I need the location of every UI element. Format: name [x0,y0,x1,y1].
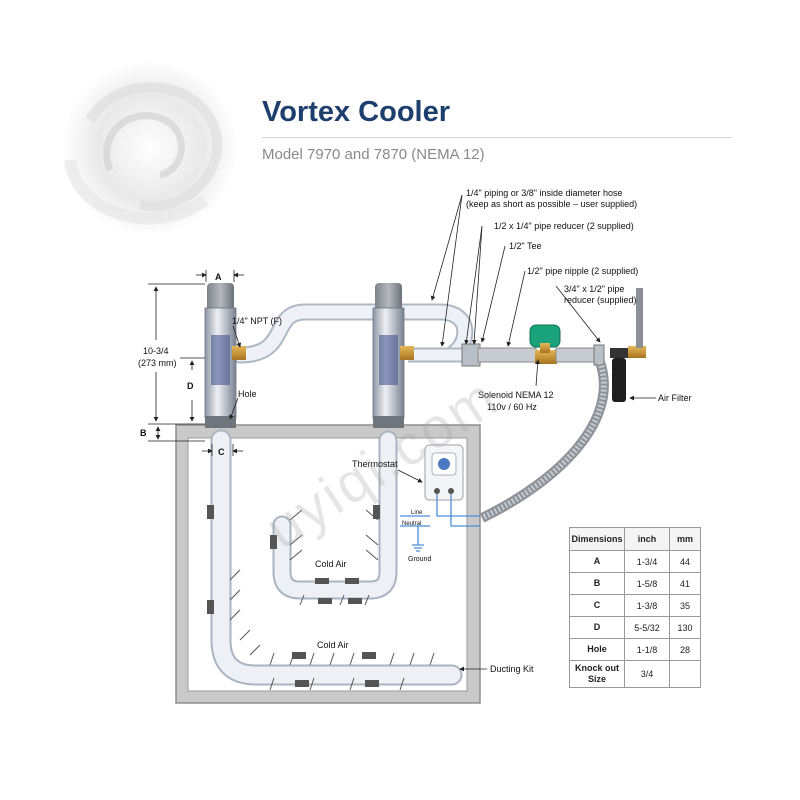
label-hole: Hole [238,389,257,399]
row-mm [669,660,701,688]
label-piping-line2: (keep as short as possible – user suppli… [466,199,637,209]
label-dim-d: D [187,381,194,391]
table-row: B 1-5/8 41 [569,572,701,595]
label-dim-a: A [215,272,222,282]
vortex-cooler-right [372,283,414,428]
piping-assembly [461,288,646,523]
label-piping-line1: 1/4" piping or 3/8" inside diameter hose [466,188,623,198]
wiring [400,494,480,552]
table-row: A 1-3/4 44 [569,550,701,573]
label-solenoid-line1: Solenoid NEMA 12 [478,390,554,400]
label-line: Line [411,510,423,516]
row-inch: 5-5/32 [624,616,670,639]
label-reducer-line2: reducer (supplied) [564,295,637,305]
thermostat [424,444,464,501]
table-header-mm: mm [669,527,701,551]
swirl-graphic [62,60,238,236]
table-row: Hole 1-1/8 28 [569,638,701,661]
label-height-inch: 10-3/4 [143,346,169,356]
ducting-kit [207,429,463,691]
label-npt: 1/4" NPT (F) [232,316,282,326]
row-inch: 3/4 [624,660,670,688]
label-ground: Ground [408,556,431,563]
row-label: Hole [569,638,625,661]
row-mm: 28 [669,638,701,661]
table-header-dimensions: Dimensions [569,527,625,551]
page-subtitle: Model 7970 and 7870 (NEMA 12) [262,146,485,163]
label-tee: 1/2" Tee [509,241,542,251]
label-solenoid-line2: 110v / 60 Hz [487,402,537,412]
row-mm: 44 [669,550,701,573]
table-row: Knock out Size 3/4 [569,660,701,688]
dimensions-table: Dimensions inch mm A 1-3/4 44 B 1-5/8 41… [569,527,701,688]
hose [231,303,474,364]
label-pipe-reducer: 1/2 x 1/4" pipe reducer (2 supplied) [494,221,634,231]
row-inch: 1-1/8 [624,638,670,661]
label-air-filter: Air Filter [658,393,692,403]
row-label: Knock out Size [569,660,625,688]
row-inch: 1-3/8 [624,594,670,617]
label-reducer-line1: 3/4" x 1/2" pipe [564,284,624,294]
vortex-cooler-left [204,283,246,428]
table-row: C 1-3/8 35 [569,594,701,617]
title-divider [262,137,732,138]
label-thermostat: Thermostat [352,459,398,469]
row-label: B [569,572,625,595]
label-cold-air-upper: Cold Air [315,559,347,569]
label-pipe-nipple: 1/2" pipe nipple (2 supplied) [527,266,638,276]
page-title: Vortex Cooler [262,96,451,128]
row-label: D [569,616,625,639]
row-mm: 41 [669,572,701,595]
table-header-row: Dimensions inch mm [569,527,701,551]
label-height-mm: (273 mm) [138,358,177,368]
table-header-inch: inch [624,527,670,551]
label-dim-c: C [218,447,225,457]
label-cold-air-lower: Cold Air [317,640,349,650]
row-inch: 1-5/8 [624,572,670,595]
label-ducting-kit: Ducting Kit [490,664,534,674]
leader-lines [229,194,656,672]
row-label: C [569,594,625,617]
row-mm: 35 [669,594,701,617]
row-mm: 130 [669,616,701,639]
table-row: D 5-5/32 130 [569,616,701,639]
label-neutral: Neutral [402,521,421,527]
dimension-lines [148,270,244,456]
label-dim-b: B [140,428,147,438]
row-label: A [569,550,625,573]
row-inch: 1-3/4 [624,550,670,573]
